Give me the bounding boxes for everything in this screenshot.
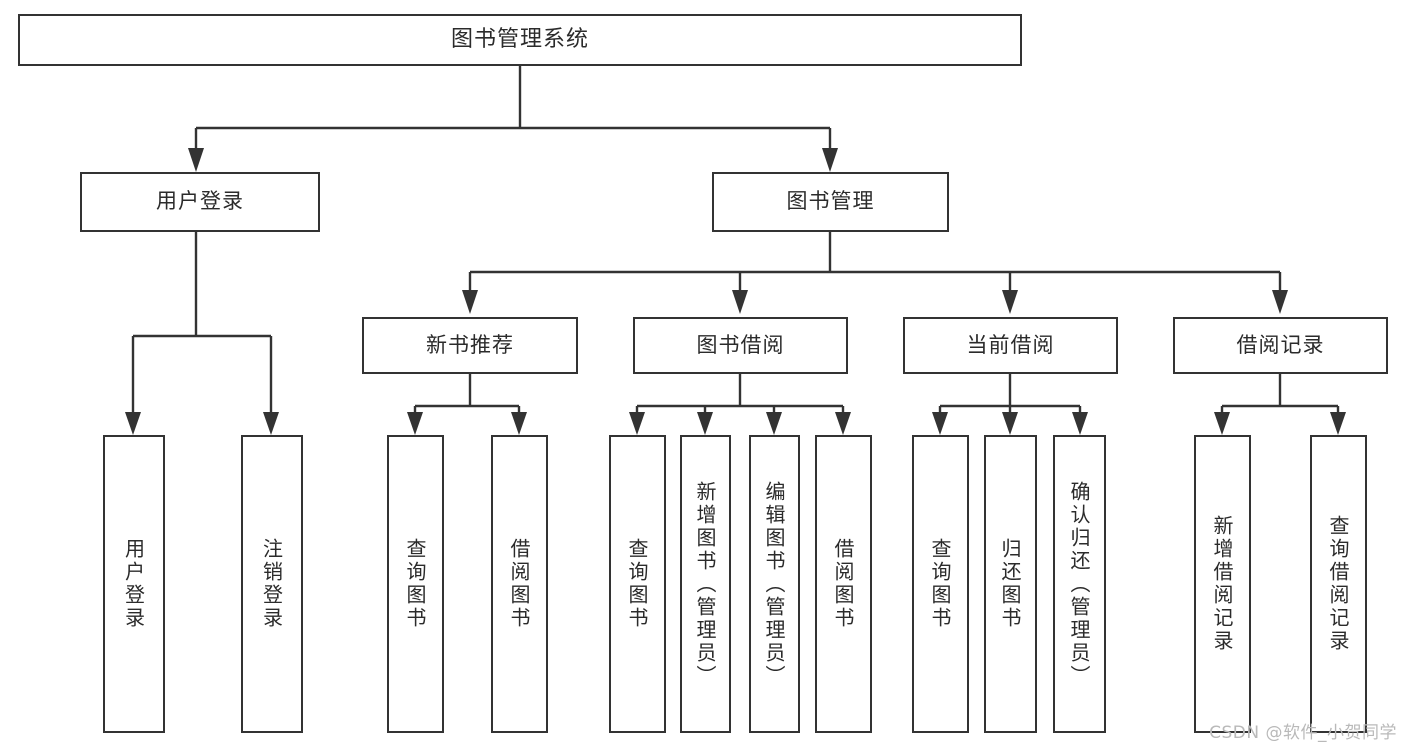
node-current-borrow[interactable]: 当前借阅 xyxy=(903,317,1118,374)
leaf-currentborrow-return-book-label: 归还图书 xyxy=(998,538,1022,630)
node-book-borrow[interactable]: 图书借阅 xyxy=(633,317,848,374)
leaf-bookborrow-edit-book-label: 编辑图书（管理员） xyxy=(762,480,786,688)
leaf-borrowrecord-query-record-label: 查询借阅记录 xyxy=(1326,515,1350,653)
leaf-currentborrow-confirm-return[interactable]: 确认归还（管理员） xyxy=(1053,435,1106,733)
leaf-currentborrow-confirm-return-label: 确认归还（管理员） xyxy=(1067,480,1091,688)
node-new-book-recommend[interactable]: 新书推荐 xyxy=(362,317,578,374)
leaf-bookborrow-edit-book[interactable]: 编辑图书（管理员） xyxy=(749,435,800,733)
leaf-currentborrow-query-book[interactable]: 查询图书 xyxy=(912,435,969,733)
node-current-borrow-label: 当前借阅 xyxy=(966,332,1055,357)
arrowhead-currentborrow-c1 xyxy=(932,412,948,435)
leaf-currentborrow-query-book-label: 查询图书 xyxy=(928,538,952,630)
node-new-book-recommend-label: 新书推荐 xyxy=(426,332,514,357)
leaf-newbook-borrow-book[interactable]: 借阅图书 xyxy=(491,435,548,733)
node-root-label: 图书管理系统 xyxy=(450,26,589,52)
node-borrow-record[interactable]: 借阅记录 xyxy=(1173,317,1388,374)
node-root[interactable]: 图书管理系统 xyxy=(18,14,1022,66)
arrowhead-currentborrow-c2 xyxy=(1002,412,1018,435)
arrowhead-currentborrow-c3 xyxy=(1072,412,1088,435)
node-book-borrow-label: 图书借阅 xyxy=(696,332,785,357)
leaf-currentborrow-return-book[interactable]: 归还图书 xyxy=(984,435,1037,733)
leaf-bookborrow-borrow-book[interactable]: 借阅图书 xyxy=(815,435,872,733)
leaf-bookborrow-add-book[interactable]: 新增图书（管理员） xyxy=(680,435,731,733)
leaf-bookborrow-query-book-label: 查询图书 xyxy=(625,538,649,630)
node-user-login[interactable]: 用户登录 xyxy=(80,172,320,232)
arrowhead-borrowrecord xyxy=(1272,290,1288,314)
watermark: CSDN @软件_小贺同学 xyxy=(1209,723,1397,743)
arrowhead-newbook-c1 xyxy=(407,412,423,435)
arrowhead-userlogin xyxy=(188,148,204,172)
arrowhead-borrowrecord-c2 xyxy=(1330,412,1346,435)
node-book-management-label: 图书管理 xyxy=(786,189,875,214)
leaf-bookborrow-add-book-label: 新增图书（管理员） xyxy=(693,480,717,688)
leaf-newbook-query-book-label: 查询图书 xyxy=(403,538,427,630)
arrowhead-bookborrow-c1 xyxy=(629,412,645,435)
node-user-login-label: 用户登录 xyxy=(156,189,244,214)
arrowhead-borrowrecord-c1 xyxy=(1214,412,1230,435)
arrowhead-bookborrow-c3 xyxy=(766,412,782,435)
arrowhead-logout-leaf xyxy=(263,412,279,435)
leaf-newbook-borrow-book-label: 借阅图书 xyxy=(507,538,531,630)
arrowhead-currentborrow xyxy=(1002,290,1018,314)
leaf-borrowrecord-query-record[interactable]: 查询借阅记录 xyxy=(1310,435,1367,733)
arrowhead-user-login-leaf xyxy=(125,412,141,435)
leaf-user-login-label: 用户登录 xyxy=(121,538,146,630)
leaf-bookborrow-borrow-book-label: 借阅图书 xyxy=(831,538,855,630)
arrowhead-newbook xyxy=(462,290,478,314)
leaf-user-login[interactable]: 用户登录 xyxy=(103,435,165,733)
arrowhead-bookmgmt xyxy=(822,148,838,172)
arrowhead-bookborrow-c2 xyxy=(697,412,713,435)
arrowhead-bookborrow xyxy=(732,290,748,314)
leaf-logout-label: 注销登录 xyxy=(259,538,284,630)
leaf-borrowrecord-add-record[interactable]: 新增借阅记录 xyxy=(1194,435,1251,733)
leaf-newbook-query-book[interactable]: 查询图书 xyxy=(387,435,444,733)
arrowhead-newbook-c2 xyxy=(511,412,527,435)
leaf-logout[interactable]: 注销登录 xyxy=(241,435,303,733)
leaf-bookborrow-query-book[interactable]: 查询图书 xyxy=(609,435,666,733)
node-borrow-record-label: 借阅记录 xyxy=(1236,332,1325,357)
arrowhead-bookborrow-c4 xyxy=(835,412,851,435)
leaf-borrowrecord-add-record-label: 新增借阅记录 xyxy=(1210,515,1234,653)
node-book-management[interactable]: 图书管理 xyxy=(712,172,949,232)
